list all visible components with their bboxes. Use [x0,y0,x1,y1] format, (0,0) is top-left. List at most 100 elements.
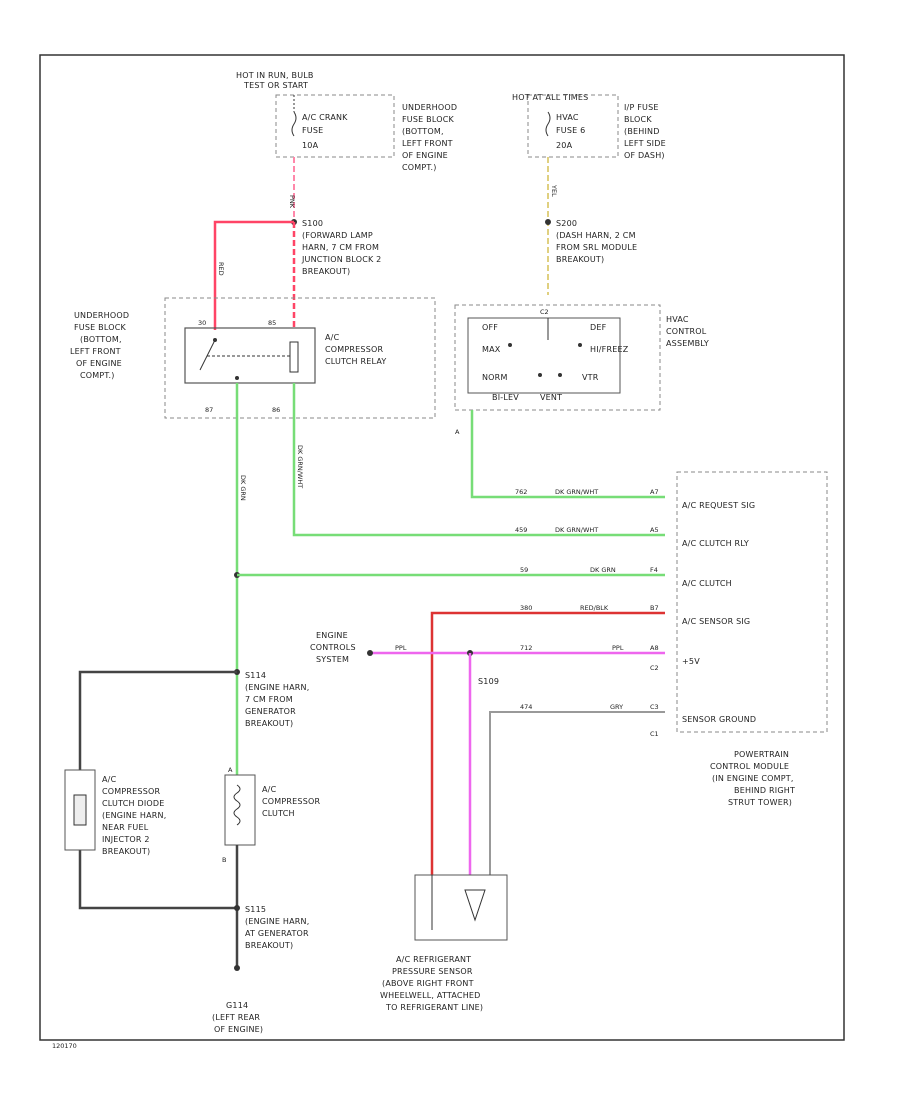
svg-text:BREAKOUT): BREAKOUT) [245,719,293,728]
wire-label-dkgrnwht-1: DK GRN/WHT [555,488,598,496]
svg-text:C1: C1 [650,730,659,738]
svg-text:ASSEMBLY: ASSEMBLY [666,339,709,348]
svg-text:FUSE BLOCK: FUSE BLOCK [402,115,454,124]
wire-label-dkgrn-1: DK GRN [590,566,616,574]
relay-fuse-block-box [164,297,436,419]
svg-text:COMPRESSOR: COMPRESSOR [262,797,320,806]
svg-text:A5: A5 [650,526,659,534]
ub-fuse-left-label: UNDERHOOD FUSE BLOCK (BOTTOM, LEFT FRONT… [70,311,129,380]
engine-controls-label: ENGINE CONTROLS SYSTEM [310,631,356,664]
svg-text:COMPT.): COMPT.) [402,163,437,172]
relay-pin-30: 30 [198,319,206,327]
wire-ac-request [470,410,665,499]
wire-label-ppl: PPL [612,644,624,652]
splice-s115 [234,905,240,911]
diode-label: A/C COMPRESSOR CLUTCH DIODE (ENGINE HARN… [102,775,166,856]
svg-text:(BOTTOM,: (BOTTOM, [402,127,444,136]
svg-text:(DASH HARN, 2 CM: (DASH HARN, 2 CM [556,231,636,240]
svg-text:A/C CLUTCH: A/C CLUTCH [682,579,732,588]
fuse-hvac-label: HVAC [556,113,579,122]
circuit-712: 712 [520,644,532,652]
svg-text:(BEHIND: (BEHIND [624,127,660,136]
svg-text:(ENGINE HARN,: (ENGINE HARN, [245,683,309,692]
fuse-hvac-amps: 20A [556,141,573,150]
switch-norm: NORM [482,373,508,382]
svg-text:F4: F4 [650,566,658,574]
s100-label: S100 (FORWARD LAMP HARN, 7 CM FROM JUNCT… [301,219,381,276]
wire-ac-clutch-relay [292,383,665,537]
relay-coil [289,341,299,373]
hvac-control-label: HVAC CONTROL ASSEMBLY [666,315,709,348]
hvac-control-inner [467,317,621,394]
svg-text:TO REFRIGERANT LINE): TO REFRIGERANT LINE) [385,1003,483,1012]
svg-text:I/P FUSE: I/P FUSE [624,103,659,112]
svg-text:BLOCK: BLOCK [624,115,652,124]
circuit-59: 59 [520,566,528,574]
wire-label-red-1: RED [217,262,225,276]
svg-text:(FORWARD LAMP: (FORWARD LAMP [302,231,373,240]
svg-text:C3: C3 [650,703,659,711]
circuit-380: 380 [520,604,532,612]
svg-text:BREAKOUT): BREAKOUT) [102,847,150,856]
svg-text:UNDERHOOD: UNDERHOOD [74,311,129,320]
svg-text:OF ENGINE: OF ENGINE [402,151,448,160]
wire-label-gry: GRY [610,703,623,711]
svg-text:UNDERHOOD: UNDERHOOD [402,103,457,112]
diode-symbol [73,794,87,826]
fuse-ac-symbol [291,111,297,137]
svg-text:HARN, 7 CM FROM: HARN, 7 CM FROM [302,243,379,252]
svg-text:POWERTRAIN: POWERTRAIN [734,750,789,759]
svg-text:B7: B7 [650,604,659,612]
svg-text:SYSTEM: SYSTEM [316,655,349,664]
clutch-pin-b: B [222,856,226,864]
switch-off: OFF [482,323,498,332]
hot-at-all-times-label: HOT AT ALL TIMES [512,93,588,102]
s200-label: S200 (DASH HARN, 2 CM FROM SRL MODULE BR… [556,219,637,264]
relay-pin-87: 87 [205,406,213,414]
relay-pin-86: 86 [272,406,280,414]
hot-in-run-label: HOT IN RUN, BULB [236,71,314,80]
svg-text:COMPRESSOR: COMPRESSOR [325,345,383,354]
hvac-contact-1 [508,343,512,347]
svg-text:A/C REFRIGERANT: A/C REFRIGERANT [396,955,471,964]
svg-text:FROM SRL MODULE: FROM SRL MODULE [556,243,637,252]
pcm-label: POWERTRAIN CONTROL MODULE (IN ENGINE COM… [710,750,795,807]
relay-switch-arm [199,339,216,371]
hvac-contact-2 [538,373,542,377]
svg-text:OF DASH): OF DASH) [624,151,665,160]
sensor-box [414,874,508,941]
switch-max: MAX [482,345,501,354]
svg-text:A/C: A/C [325,333,340,342]
switch-bilev: BI-LEV [492,393,519,402]
svg-text:7 CM FROM: 7 CM FROM [245,695,293,704]
engine-controls-dot [367,650,373,656]
svg-text:S200: S200 [556,219,577,228]
pcm-connector-pins: A7 A5 F4 B7 A8 C2 C3 C1 [650,488,659,738]
sensor-label: A/C REFRIGERANT PRESSURE SENSOR (ABOVE R… [380,955,483,1012]
wire-diode-top [78,670,237,770]
hvac-control-outer [454,304,661,411]
wire-red-relay-30 [213,220,294,330]
s115-label: S115 (ENGINE HARN, AT GENERATOR BREAKOUT… [245,905,309,950]
svg-text:CLUTCH: CLUTCH [262,809,295,818]
relay-box [184,327,316,384]
wire-label-dkgrnwht-2: DK GRN/WHT [555,526,598,534]
diagram-border [39,54,845,1041]
svg-text:BEHIND RIGHT: BEHIND RIGHT [734,786,795,795]
svg-text:SENSOR GROUND: SENSOR GROUND [682,715,756,724]
hot-in-run-label-2: TEST OR START [243,81,308,90]
pcm-box [676,471,828,733]
svg-text:AT GENERATOR: AT GENERATOR [245,929,309,938]
wire-label-yel: YEL [550,184,558,197]
figure-id: 120170 [52,1042,77,1050]
svg-text:NEAR FUEL: NEAR FUEL [102,823,149,832]
fuse-box-top-right [527,94,619,158]
clutch-coil [233,784,241,826]
ub-fuse-top-label: UNDERHOOD FUSE BLOCK (BOTTOM, LEFT FRONT… [402,103,457,172]
fuse-hvac-label-2: FUSE 6 [556,126,585,135]
svg-text:A/C REQUEST SIG: A/C REQUEST SIG [682,501,755,510]
svg-text:CONTROL MODULE: CONTROL MODULE [710,762,789,771]
svg-text:(LEFT REAR: (LEFT REAR [212,1013,260,1022]
relay-contact-2 [235,376,239,380]
wire-label-pnk: PNK [288,195,296,209]
